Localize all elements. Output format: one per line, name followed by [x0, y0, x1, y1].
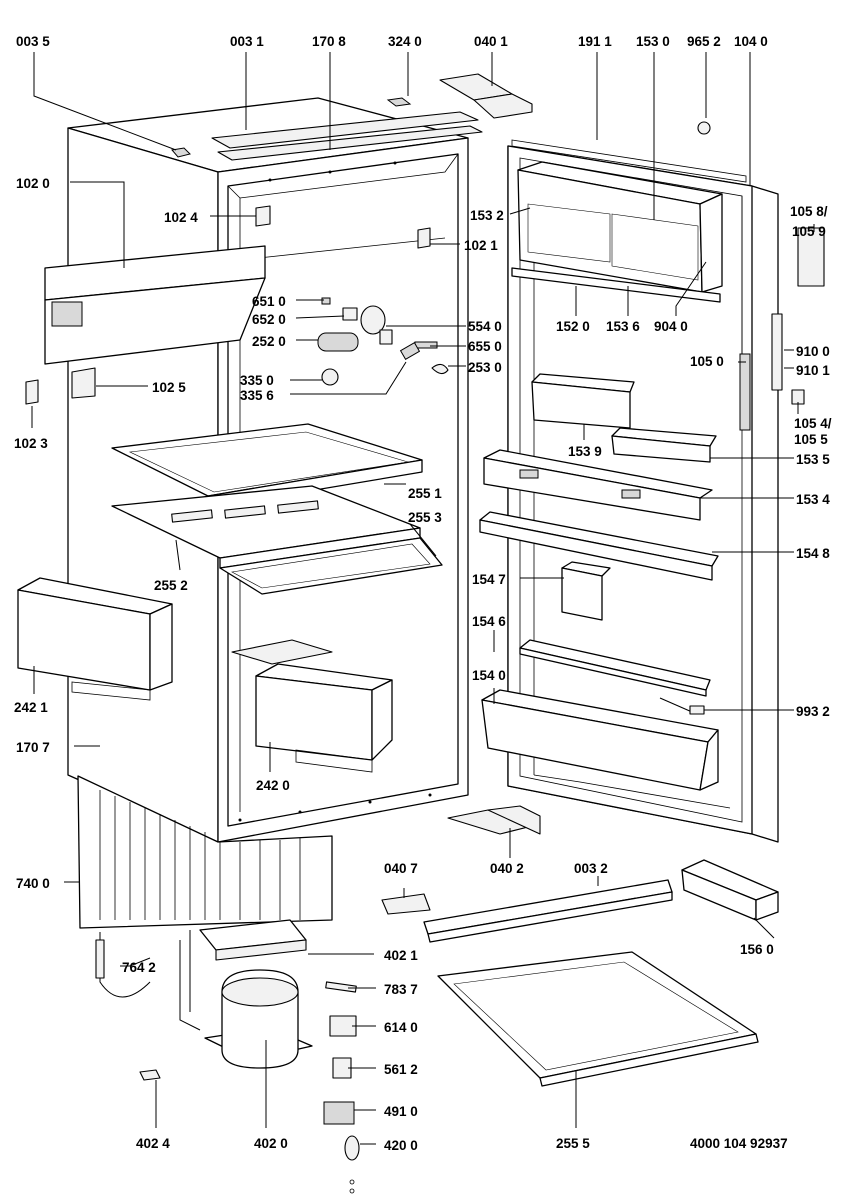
label-4021: 402 1: [384, 948, 418, 963]
label-1540: 154 0: [472, 668, 506, 683]
bin-1539: [531, 373, 635, 429]
part-labels: 003 5 003 1 170 8 324 0 040 1 191 1 153 …: [14, 34, 832, 1153]
label-1536: 153 6: [606, 319, 640, 334]
label-2421: 242 1: [14, 700, 48, 715]
label-1547: 154 7: [472, 572, 506, 587]
electrical-parts: [139, 981, 360, 1194]
drawer-2421: [17, 577, 173, 701]
label-1535: 153 5: [796, 452, 830, 467]
label-1023: 102 3: [14, 436, 48, 451]
label-6510: 651 0: [252, 294, 286, 309]
label-2553: 255 3: [408, 510, 442, 525]
label-1058: 105 8/: [790, 204, 828, 219]
label-0407: 040 7: [384, 861, 418, 876]
label-1532: 153 2: [470, 208, 504, 223]
glass-shelf-2555: [437, 951, 759, 1087]
leader-lines: [31, 52, 815, 1145]
dairy-compartment: [511, 161, 723, 303]
label-9040: 904 0: [654, 319, 688, 334]
label-1024: 102 4: [164, 210, 198, 225]
plate-0407: [381, 893, 431, 915]
label-1548: 154 8: [796, 546, 830, 561]
label-9932: 993 2: [796, 704, 830, 719]
label-2552: 255 2: [154, 578, 188, 593]
label-1560: 156 0: [740, 942, 774, 957]
label-3240: 324 0: [388, 34, 422, 49]
label-5612: 561 2: [384, 1062, 418, 1077]
label-2420: 242 0: [256, 778, 290, 793]
label-5540: 554 0: [468, 319, 502, 334]
shelf-2553: [111, 485, 443, 595]
condenser: [77, 775, 333, 998]
label-7400: 740 0: [16, 876, 50, 891]
label-1040: 104 0: [734, 34, 768, 49]
label-3350: 335 0: [240, 373, 274, 388]
label-1055: 105 5: [794, 432, 828, 447]
label-1025: 102 5: [152, 380, 186, 395]
label-0035: 003 5: [16, 34, 50, 49]
label-0031: 003 1: [230, 34, 264, 49]
label-0402: 040 2: [490, 861, 524, 876]
label-4910: 491 0: [384, 1104, 418, 1119]
label-1708: 170 8: [312, 34, 346, 49]
label-1059: 105 9: [792, 224, 826, 239]
label-0032: 003 2: [574, 861, 608, 876]
label-2555: 255 5: [556, 1136, 590, 1151]
label-9100: 910 0: [796, 344, 830, 359]
label-6140: 614 0: [384, 1020, 418, 1035]
label-1020: 102 0: [16, 176, 50, 191]
label-1530: 153 0: [636, 34, 670, 49]
label-6520: 652 0: [252, 312, 286, 327]
label-1021: 102 1: [464, 238, 498, 253]
rail-1546: [519, 639, 711, 697]
label-1520: 152 0: [556, 319, 590, 334]
label-6550: 655 0: [468, 339, 502, 354]
label-7837: 783 7: [384, 982, 418, 997]
bin-1535: [611, 427, 717, 463]
door-fittings: [771, 227, 825, 405]
label-1911: 191 1: [578, 34, 612, 49]
rail-0032: [423, 879, 673, 943]
bottle-retainer-1548: [479, 511, 719, 581]
bracket-1025: [71, 367, 96, 399]
compressor: [179, 919, 313, 1069]
label-1534: 153 4: [796, 492, 830, 507]
label-1539: 153 9: [568, 444, 602, 459]
document-reference: 4000 104 92937: [690, 1136, 788, 1151]
control-components: [317, 297, 449, 386]
freezer-flap: [44, 245, 266, 365]
label-2551: 255 1: [408, 486, 442, 501]
bracket-1023: [25, 379, 39, 405]
label-1054: 105 4/: [794, 416, 832, 431]
label-2530: 253 0: [468, 360, 502, 375]
label-9652: 965 2: [687, 34, 721, 49]
label-4024: 402 4: [136, 1136, 170, 1151]
label-0401: 040 1: [474, 34, 508, 49]
label-9101: 910 1: [796, 363, 830, 378]
label-2520: 252 0: [252, 334, 286, 349]
bin-1547: [561, 561, 611, 621]
label-1050: 105 0: [690, 354, 724, 369]
crisper-2420: [231, 639, 393, 773]
door-shelf-1534: [483, 449, 713, 521]
label-4020: 402 0: [254, 1136, 288, 1151]
hinges: [439, 73, 711, 835]
label-1546: 154 6: [472, 614, 506, 629]
label-7642: 764 2: [122, 960, 156, 975]
label-1707: 170 7: [16, 740, 50, 755]
label-3356: 335 6: [240, 388, 274, 403]
label-4200: 420 0: [384, 1138, 418, 1153]
ice-tray: [681, 859, 779, 921]
